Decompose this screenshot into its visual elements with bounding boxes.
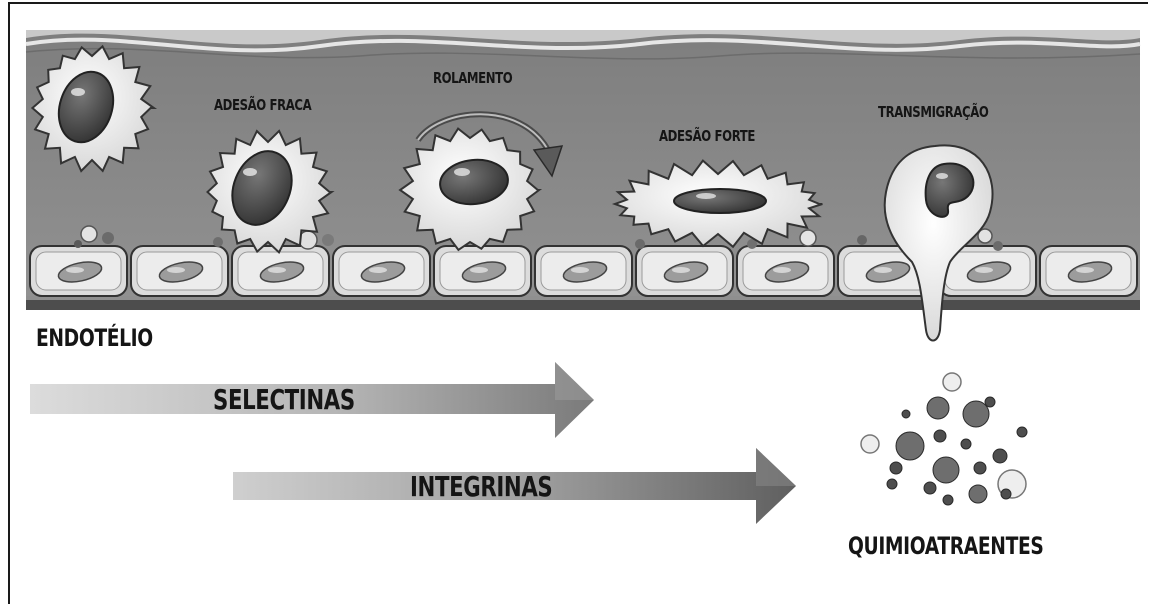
label-rolling: ROLAMENTO — [433, 69, 512, 87]
label-integrins: INTEGRINAS — [410, 470, 552, 503]
chemoattractant-particles — [861, 373, 1027, 505]
endothelial-cell — [737, 246, 834, 296]
chemoattractant-particle — [969, 485, 987, 503]
chemoattractant-particle — [924, 482, 936, 494]
endothelial-cell — [30, 246, 127, 296]
endothelial-cell-layer — [30, 246, 1137, 296]
chemoattractant-particle — [993, 449, 1007, 463]
chemoattractant-particle — [963, 401, 989, 427]
chemoattractant-particle — [927, 397, 949, 419]
endothelial-cell — [333, 246, 430, 296]
chemoattractant-particle — [890, 462, 902, 474]
chemoattractant-particle — [974, 462, 986, 474]
chemoattractant-particle — [961, 439, 971, 449]
chemoattractant-particle — [933, 457, 959, 483]
chemoattractant-particle — [887, 479, 897, 489]
chemoattractant-particle — [896, 432, 924, 460]
chemoattractant-particle — [1017, 427, 1027, 437]
label-chemoattractants: QUIMIOATRAENTES — [848, 532, 1043, 560]
label-endothelium: ENDOTÉLIO — [36, 324, 153, 352]
label-selectins: SELECTINAS — [213, 383, 355, 416]
endothelial-cell — [434, 246, 531, 296]
chemoattractant-particle — [902, 410, 910, 418]
chemoattractant-particle — [943, 373, 961, 391]
chemoattractant-particle — [934, 430, 946, 442]
label-weak-adhesion: ADESÃO FRACA — [214, 96, 311, 114]
endothelial-cell — [1040, 246, 1137, 296]
endothelial-cell — [636, 246, 733, 296]
chemoattractant-particle — [943, 495, 953, 505]
chemoattractant-particle — [861, 435, 879, 453]
chemoattractant-particle — [1001, 489, 1011, 499]
label-strong-adhesion: ADESÃO FORTE — [659, 127, 755, 145]
endothelial-cell — [232, 246, 329, 296]
chemoattractant-particle — [985, 397, 995, 407]
label-transmigration: TRANSMIGRAÇÃO — [878, 103, 988, 121]
endothelial-cell — [131, 246, 228, 296]
endothelial-cell — [535, 246, 632, 296]
